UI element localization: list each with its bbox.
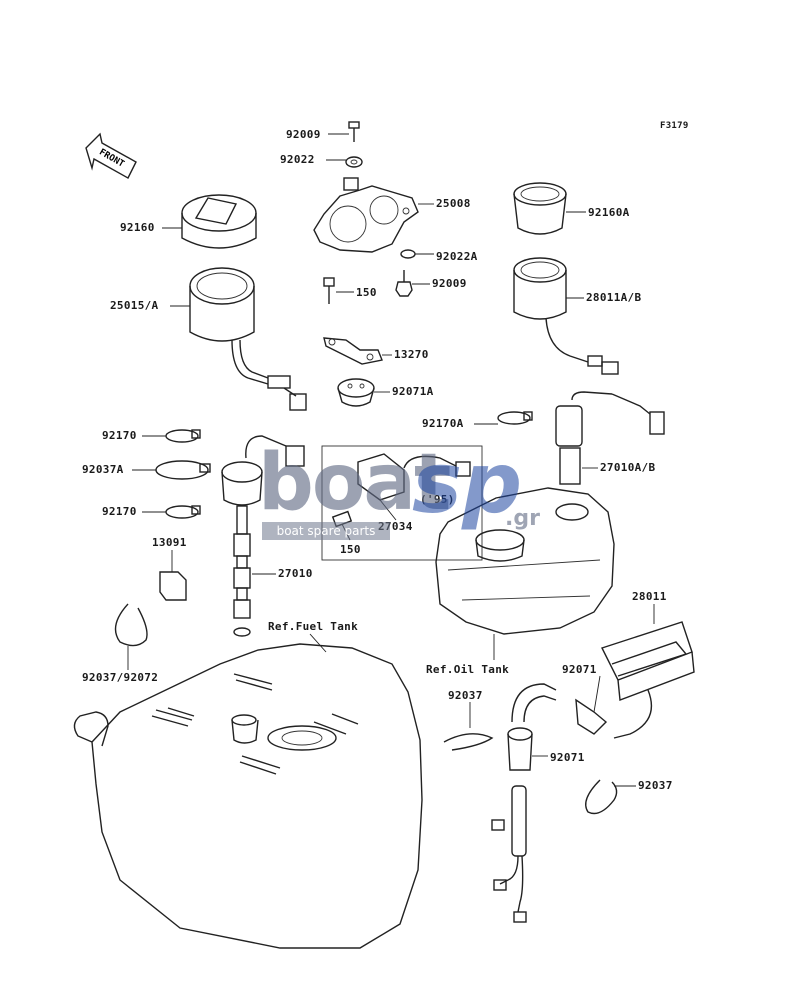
label-ref-fuel-tank: Ref.Fuel Tank	[268, 620, 358, 633]
label-27010AB: 27010A/B	[600, 461, 656, 474]
label-92022: 92022	[280, 153, 315, 166]
tie-92037-upper-icon	[443, 702, 494, 751]
clamp-92170A-icon	[474, 411, 533, 425]
band-92037A-icon	[132, 460, 211, 480]
label-92037-upper: 92037	[448, 689, 483, 702]
meter-cover-92160-icon	[162, 194, 257, 249]
label-92170-lower: 92170	[102, 505, 137, 518]
label-92160: 92160	[120, 221, 155, 234]
watermark-suffix: .gr	[505, 506, 540, 531]
figure-code: F3179	[660, 121, 689, 131]
label-92170-upper: 92170	[102, 429, 137, 442]
sensor-27010AB-icon	[555, 391, 665, 485]
watermark-main: boat	[258, 438, 451, 528]
label-92071-upper: 92071	[562, 663, 597, 676]
cover-92160A-icon	[513, 182, 586, 235]
label-27010: 27010	[278, 567, 313, 580]
meter-25015A-icon	[170, 267, 307, 411]
front-arrow-icon: FRONT	[85, 132, 137, 179]
tie-92037-92072-icon	[114, 603, 148, 670]
label-150-lower: 150	[340, 543, 361, 556]
oil-sender-icon	[491, 785, 527, 923]
washer-92022A-icon	[400, 249, 434, 259]
tie-92037-right-icon	[585, 779, 636, 815]
clip-13091-icon	[159, 550, 187, 601]
label-92037-right: 92037	[638, 779, 673, 792]
variant-95-box	[321, 445, 483, 561]
clamp-92170-lower-icon	[142, 505, 201, 519]
bolt-92009-top-icon	[328, 121, 360, 142]
label-92071A: 92071A	[392, 385, 434, 398]
label-92071-lower: 92071	[550, 751, 585, 764]
grommet-92071A-icon	[337, 378, 390, 407]
label-92037A: 92037A	[82, 463, 124, 476]
label-ref-oil-tank: Ref.Oil Tank	[426, 663, 510, 676]
label-25015A: 25015/A	[110, 299, 159, 312]
watermark-tagline: boat spare parts	[262, 522, 390, 540]
fuel-tank-icon	[73, 633, 423, 949]
label-92009-top: 92009	[286, 128, 321, 141]
svg-text:FRONT: FRONT	[97, 147, 126, 169]
hose-92071-icon	[511, 675, 608, 735]
label-92037-92072: 92037/92072	[82, 671, 159, 684]
label-28011AB: 28011A/B	[586, 291, 642, 304]
bolt-92009-lower-icon	[395, 270, 430, 297]
oil-meter-28011-icon	[601, 604, 695, 739]
clamp-92170-upper-icon	[142, 429, 201, 443]
filler-92071-icon	[507, 727, 548, 771]
bolt-150-icon	[323, 277, 354, 304]
label-95: ('95)	[420, 493, 455, 506]
watermark-accent: sp	[412, 434, 523, 532]
sender-27010-icon	[221, 435, 305, 637]
label-92160A: 92160A	[588, 206, 630, 219]
gauge-28011AB-icon	[513, 257, 619, 375]
washer-92022-icon	[326, 156, 363, 168]
oil-tank-icon	[435, 487, 615, 660]
label-150-top: 150	[356, 286, 377, 299]
label-92009-lower: 92009	[432, 277, 467, 290]
label-92022A: 92022A	[436, 250, 478, 263]
label-25008: 25008	[436, 197, 471, 210]
label-92170A: 92170A	[422, 417, 464, 430]
label-13091: 13091	[152, 536, 187, 549]
stay-13270-icon	[323, 337, 392, 365]
bracket-25008-icon	[313, 177, 434, 253]
label-13270: 13270	[394, 348, 429, 361]
label-28011: 28011	[632, 590, 667, 603]
